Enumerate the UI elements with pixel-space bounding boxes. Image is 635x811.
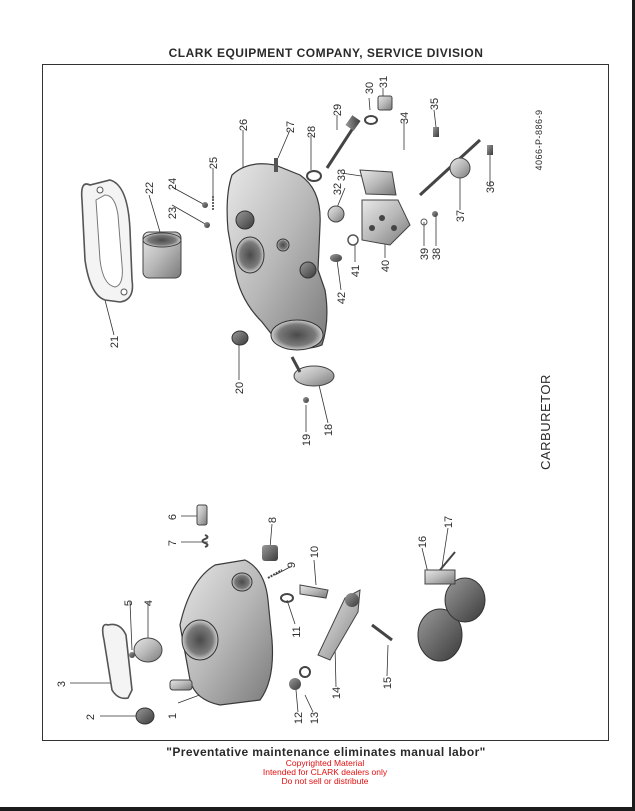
callout-labels: 1 2 3 4 5 6 7 8 9 10 11 12 13 14 15 16 1… [56, 76, 497, 724]
callout-8: 8 [267, 517, 279, 523]
callout-39: 39 [419, 248, 431, 260]
callout-2: 2 [85, 714, 97, 720]
callout-28: 28 [306, 126, 318, 138]
callout-3: 3 [56, 681, 68, 687]
callout-20: 20 [234, 382, 246, 394]
page-header: CLARK EQUIPMENT COMPANY, SERVICE DIVISIO… [168, 46, 484, 60]
callout-30: 30 [364, 82, 376, 94]
callout-33: 33 [336, 169, 348, 181]
callout-6: 6 [167, 514, 179, 520]
callout-23: 23 [167, 207, 179, 219]
upper-assembly [80, 95, 493, 403]
callout-41: 41 [350, 265, 362, 277]
footer-quote: "Preventative maintenance eliminates man… [166, 745, 486, 759]
illustration-plate [42, 64, 609, 741]
callout-22: 22 [144, 182, 156, 194]
callout-4: 4 [143, 600, 155, 606]
callout-9: 9 [286, 562, 298, 568]
callout-25: 25 [208, 157, 220, 169]
callout-15: 15 [382, 677, 394, 689]
callout-36: 36 [485, 181, 497, 193]
callout-21: 21 [109, 336, 121, 348]
page-frame-bottom [0, 807, 635, 811]
callout-42: 42 [336, 292, 348, 304]
callout-7: 7 [167, 540, 179, 546]
callout-35: 35 [429, 98, 441, 110]
callout-27: 27 [285, 121, 297, 133]
callout-13: 13 [309, 712, 321, 724]
callout-19: 19 [301, 434, 313, 446]
callout-31: 31 [378, 76, 390, 88]
callout-1: 1 [167, 713, 179, 719]
callout-29: 29 [332, 104, 344, 116]
callout-14: 14 [331, 687, 343, 699]
callout-32: 32 [332, 183, 344, 195]
callout-37: 37 [455, 210, 467, 222]
lower-assembly [101, 504, 486, 725]
page-frame-right [632, 0, 635, 811]
callout-16: 16 [417, 536, 429, 548]
callout-24: 24 [167, 178, 179, 190]
copyright-notice-line2: Intended for CLARK dealers only [262, 767, 388, 777]
callout-34: 34 [399, 112, 411, 124]
copyright-notice-line1: Copyrighted Material [285, 758, 365, 768]
callout-10: 10 [309, 546, 321, 558]
callout-18: 18 [323, 424, 335, 436]
callout-5: 5 [123, 600, 135, 606]
callout-38: 38 [431, 248, 443, 260]
copyright-notice-line3: Do not sell or distribute [281, 776, 369, 786]
callout-12: 12 [293, 712, 305, 724]
plate-code: 4066-P-886-9 [534, 109, 544, 170]
callout-26: 26 [238, 119, 250, 131]
callout-11: 11 [291, 626, 303, 637]
callout-40: 40 [380, 260, 392, 272]
figure-title: CARBURETOR [538, 374, 553, 470]
callout-17: 17 [443, 516, 455, 528]
